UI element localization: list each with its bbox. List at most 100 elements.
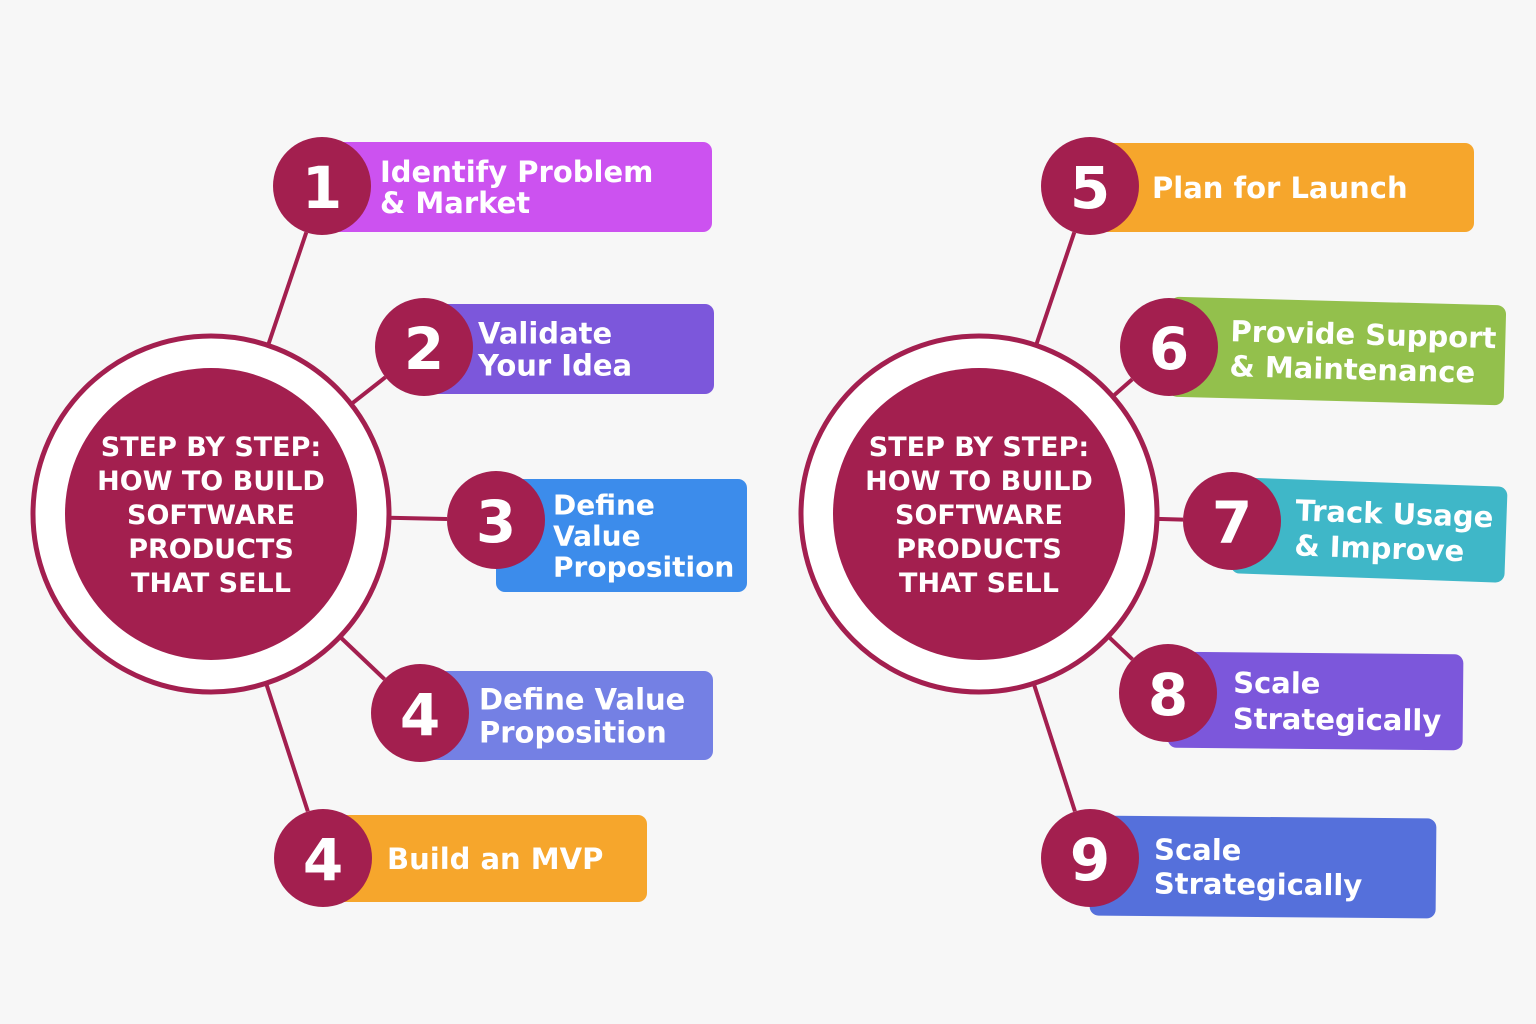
hub-inner-disc	[65, 368, 357, 660]
step-label-line: Value	[553, 520, 641, 553]
step-number: 4	[303, 826, 343, 894]
step-label-line: Proposition	[479, 715, 667, 749]
hub-title-line: SOFTWARE	[895, 500, 1063, 531]
connector-line	[388, 515, 448, 521]
step-label-line: Your Idea	[477, 348, 632, 382]
step-label: Track Usage& Improve	[1294, 493, 1494, 569]
step-number-badge	[371, 664, 469, 762]
step-label: Provide Support& Maintenance	[1229, 314, 1497, 390]
step-number-badge	[1119, 644, 1217, 742]
connector-line	[266, 231, 309, 347]
step-number-badge	[447, 471, 545, 569]
connector-line	[1111, 377, 1134, 398]
hub-title-line: HOW TO BUILD	[865, 466, 1093, 497]
step-label-line: Define	[553, 489, 655, 522]
step-number: 9	[1070, 826, 1110, 894]
step-label: Identify Problem& Market	[380, 155, 653, 220]
step-label: Build an MVP	[387, 842, 603, 876]
step-number: 5	[1070, 154, 1110, 222]
step-label-line: Scale	[1233, 666, 1321, 701]
step-number: 8	[1148, 661, 1188, 729]
step-label-box: Provide Support& Maintenance	[1167, 296, 1507, 406]
connector-line	[1156, 516, 1184, 522]
step-number-badge	[375, 298, 473, 396]
hub-title-line: THAT SELL	[131, 568, 291, 599]
step-number: 3	[476, 488, 516, 556]
step-label-line: & Maintenance	[1229, 349, 1475, 389]
hub-inner-disc	[833, 368, 1125, 660]
step-6: Plan for Launch 5	[1041, 137, 1474, 235]
step-number: 2	[404, 315, 444, 383]
step-number-badge	[1183, 472, 1281, 570]
hub-title-line: STEP BY STEP:	[101, 432, 321, 463]
step-label-bg	[1167, 296, 1507, 406]
step-label-box: Build an MVP	[323, 815, 647, 902]
step-number: 4	[400, 681, 440, 749]
step-label-line: Plan for Launch	[1152, 171, 1408, 205]
hub-title-line: PRODUCTS	[896, 534, 1062, 565]
step-label-line: Define Value	[479, 682, 685, 716]
step-number: 7	[1212, 489, 1252, 557]
connector-line	[264, 682, 310, 813]
hub-title-line: PRODUCTS	[128, 534, 294, 565]
step-label-bg	[496, 479, 747, 592]
step-label-bg	[322, 142, 712, 232]
step-label-line: Build an MVP	[387, 842, 603, 876]
connector-line	[1034, 231, 1077, 347]
step-number-badge	[1041, 809, 1139, 907]
hub-title-line: HOW TO BUILD	[97, 466, 325, 497]
step-label-box: Track Usage& Improve	[1230, 477, 1508, 583]
step-label-line: Scale	[1154, 832, 1242, 867]
step-label-line: Proposition	[553, 551, 734, 584]
step-label-bg	[1089, 815, 1437, 919]
step-number: 6	[1149, 315, 1189, 383]
step-label-bg	[323, 815, 647, 902]
connector-line	[1106, 634, 1134, 661]
step-label: Plan for Launch	[1152, 171, 1408, 205]
hub-title-line: THAT SELL	[899, 568, 1059, 599]
hub-title-line: STEP BY STEP:	[869, 432, 1089, 463]
step-label-line: Strategically	[1233, 702, 1442, 738]
step-label-bg	[420, 671, 713, 760]
step-label-line: Identify Problem	[380, 155, 653, 189]
step-label-line: & Improve	[1294, 528, 1465, 568]
step-number: 1	[302, 154, 342, 222]
step-label-bg	[424, 304, 714, 394]
step-5: Build an MVP 4	[274, 809, 647, 907]
step-8: Track Usage& Improve 7	[1183, 472, 1508, 583]
connector-line	[1031, 682, 1077, 812]
step-number-badge	[1041, 137, 1139, 235]
step-label-box: Identify Problem& Market	[322, 142, 712, 232]
step-label-line: Provide Support	[1230, 314, 1497, 355]
step-label-bg	[1167, 651, 1464, 751]
step-number-badge	[274, 809, 372, 907]
step-label-line: Track Usage	[1295, 493, 1494, 534]
hub-title-line: SOFTWARE	[127, 500, 295, 531]
connector-line	[338, 635, 386, 681]
step-label-line: & Market	[380, 186, 530, 220]
step-label-line: Strategically	[1154, 866, 1363, 902]
step-1: Identify Problem& Market 1	[273, 137, 712, 235]
step-number-badge	[1120, 298, 1218, 396]
